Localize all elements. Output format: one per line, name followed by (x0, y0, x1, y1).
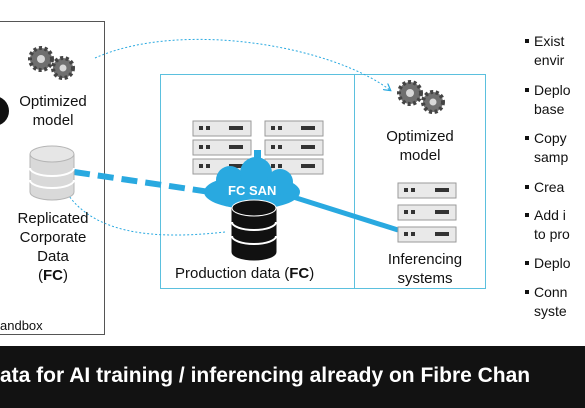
bullet-item-cont: syste (534, 303, 567, 319)
bullet-item: Conn (524, 284, 568, 300)
inferencing-link (289, 193, 399, 233)
replicated-data-line1: Replicated (17, 210, 89, 227)
bullet-item: Deplo (525, 82, 571, 98)
san-cloud-icon (204, 157, 300, 209)
replication-link (73, 169, 211, 195)
bullet-item-cont: samp (534, 149, 569, 165)
bullet-item: Add i (525, 207, 566, 223)
gears-icon (397, 80, 445, 114)
bullet-item-cont: envir (534, 52, 565, 68)
bullet-item: Deplo (525, 255, 571, 271)
bullet-item-cont: to pro (534, 226, 570, 242)
inferencing-server-icon (397, 182, 457, 243)
bullet-item-cont: base (534, 101, 565, 117)
inferencing-box (354, 74, 486, 289)
inferencing-server-lights (404, 188, 449, 236)
model-transfer-arrow (94, 38, 390, 90)
inferencing-label: Inferencing systems (387, 251, 463, 287)
right-model-label: Optimized model (386, 128, 454, 164)
partial-dial-icon (0, 97, 9, 125)
database-icon (231, 199, 277, 261)
replicated-data-line3: Data (37, 248, 69, 265)
replicated-data-line4: (FC) (38, 267, 68, 284)
replicated-data-label: Replicated Corporate Data (FC) (3, 209, 103, 285)
server-lights (199, 126, 315, 168)
gears-icon (28, 46, 75, 80)
sandbox-label: andbox (0, 318, 43, 333)
bullet-item: Exist (524, 33, 565, 49)
san-label: FC SAN (228, 183, 277, 198)
database-icon (29, 145, 75, 201)
sandbox-model-label: Optimized model (19, 93, 87, 129)
bullet-item: Crea (524, 179, 565, 195)
data-copy-arrow (65, 190, 226, 236)
title-banner (0, 346, 585, 408)
replicated-data-line2: Corporate (19, 229, 87, 246)
bullet-item: Copy (525, 130, 567, 146)
production-data-label: Production data (FC) (175, 265, 315, 282)
banner-text: ata for AI training / inferencing alread… (0, 364, 531, 387)
